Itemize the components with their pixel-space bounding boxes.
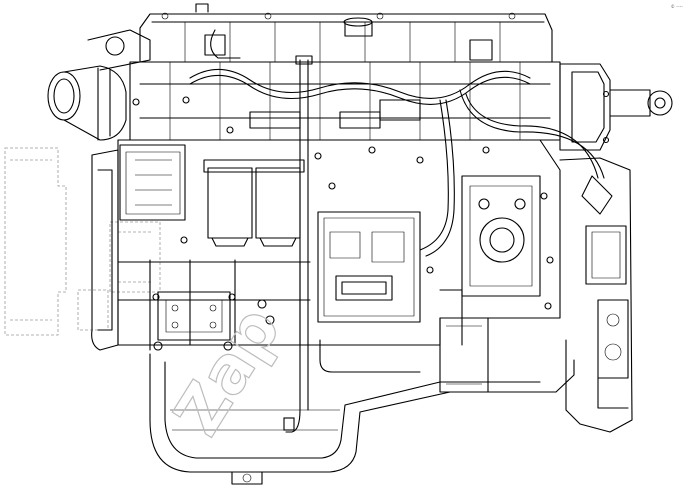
oil-pan xyxy=(149,353,575,485)
fuel-lines xyxy=(189,29,613,373)
cylinder-block xyxy=(117,139,561,351)
front-cover xyxy=(91,144,186,351)
bolt-details xyxy=(132,90,610,310)
dashed-radiator-outline xyxy=(4,147,161,336)
valve-cover xyxy=(139,3,553,63)
engine-control-unit xyxy=(317,211,421,323)
turbocharger xyxy=(47,29,151,141)
watermark-text: Zap xyxy=(161,294,296,448)
fuel-filters xyxy=(203,159,305,247)
oil-filter xyxy=(439,317,489,393)
watermark: Zap xyxy=(160,294,296,449)
air-compressor xyxy=(559,63,673,151)
fuel-pump xyxy=(439,175,541,346)
flywheel-housing xyxy=(559,157,633,433)
corner-mark: © ---- xyxy=(670,4,683,9)
